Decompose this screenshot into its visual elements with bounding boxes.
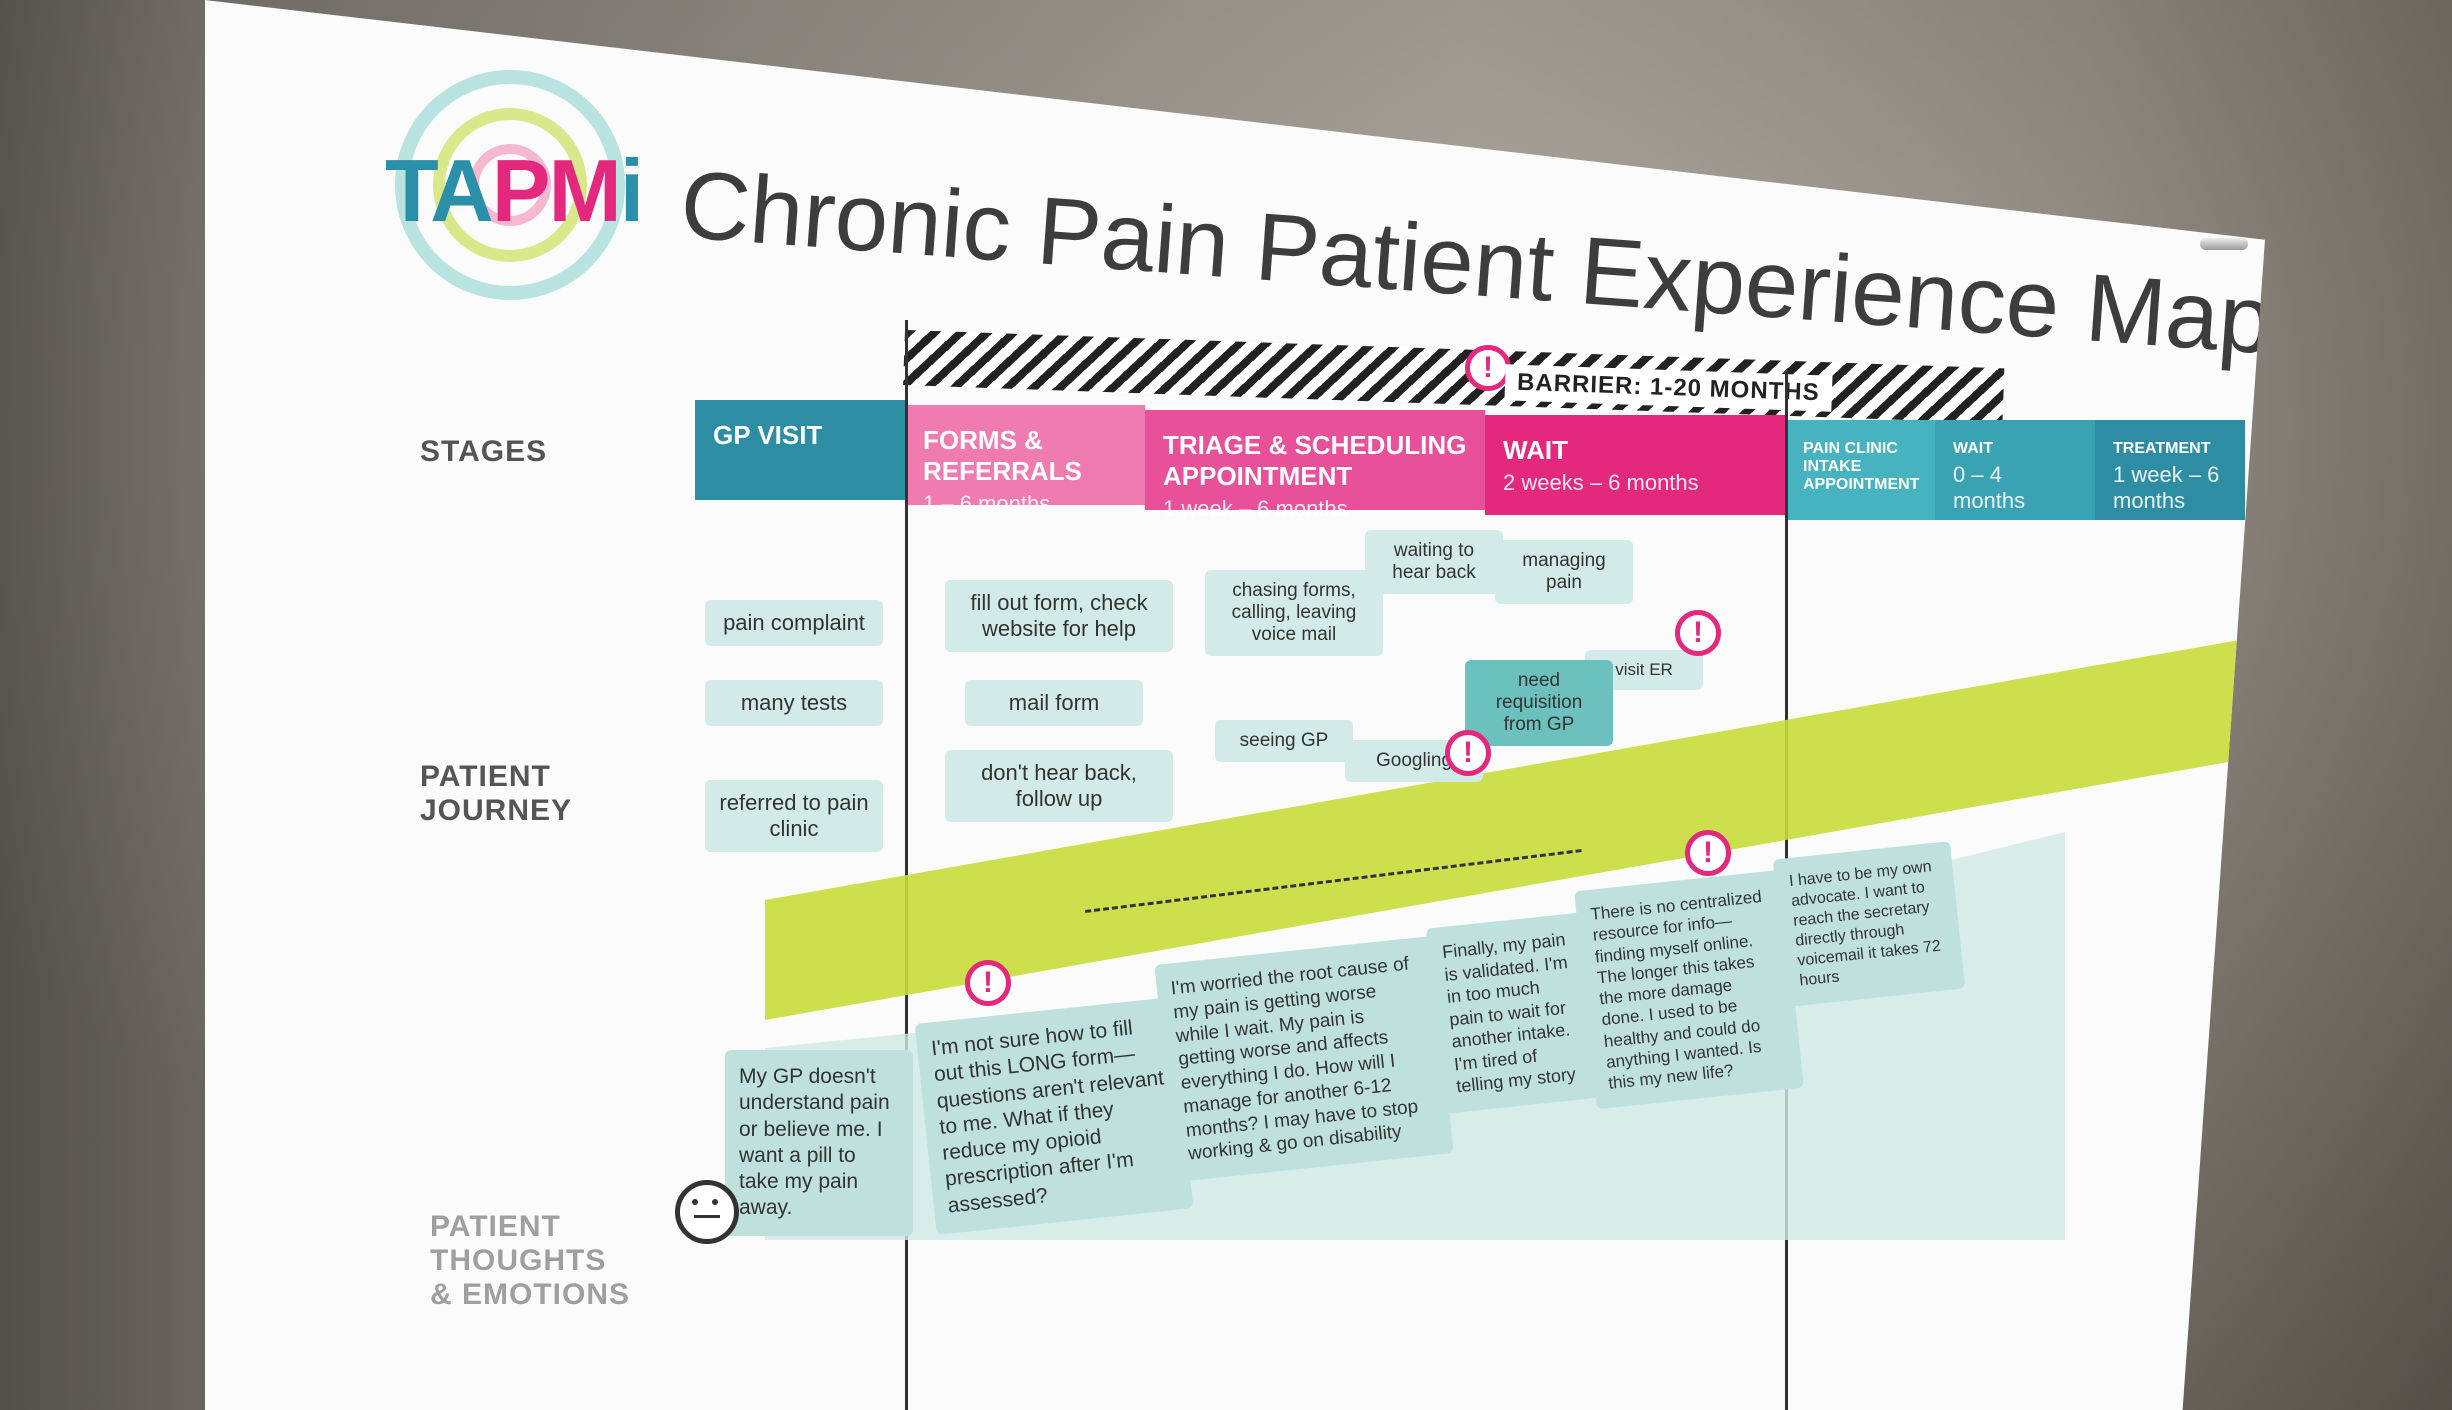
patient-quote: I have to be my own advocate. I want to … (1772, 841, 1966, 1007)
patient-quote: Finally, my pain is validated. I'm in to… (1425, 912, 1603, 1114)
journey-map-poster: TAPMi Chronic Pain Patient Experience Ma… (205, 0, 2265, 1410)
pushpin-icon (2200, 238, 2248, 250)
alert-icon: ! (1685, 830, 1731, 876)
journey-note: pain complaint (705, 600, 883, 646)
journey-note: fill out form, check website for help (945, 580, 1173, 652)
stage-divider (905, 320, 908, 1410)
journey-note: referred to pain clinic (705, 780, 883, 852)
stage-intake: PAIN CLINIC INTAKE APPOINTMENT (1785, 420, 1935, 520)
patient-quote: I'm worried the root cause of my pain is… (1154, 936, 1454, 1182)
patient-quote: There is no centralized resource for inf… (1574, 869, 1804, 1110)
row-label-stages: STAGES (420, 435, 548, 468)
journey-note: seeing GP (1215, 720, 1353, 762)
journey-note: need requisition from GP (1465, 660, 1613, 746)
logo-ring-inner (469, 144, 551, 226)
patient-quote: I'm not sure how to fill out this LONG f… (914, 997, 1194, 1235)
row-label-thoughts: PATIENT THOUGHTS & EMOTIONS (430, 1210, 631, 1311)
row-label-journey: PATIENT JOURNEY (420, 760, 573, 827)
journey-note: many tests (705, 680, 883, 726)
alert-icon: ! (1675, 610, 1721, 656)
journey-note: don't hear back, follow up (945, 750, 1173, 822)
tapmi-logo: TAPMi (385, 70, 644, 300)
alert-icon: ! (965, 960, 1011, 1006)
journey-note: chasing forms, calling, leaving voice ma… (1205, 570, 1383, 656)
journey-note: Googling (1345, 740, 1483, 782)
logo-text: TAPMi (385, 141, 644, 240)
journey-note: managing pain (1495, 540, 1633, 604)
journey-note: waiting to hear back (1365, 530, 1503, 594)
alert-icon: ! (1445, 730, 1491, 776)
journey-note: mail form (965, 680, 1143, 726)
stage-gp-visit: GP VISIT (695, 400, 905, 500)
neutral-face-icon (675, 1180, 739, 1244)
patient-quote: My GP doesn't understand pain or believe… (725, 1050, 913, 1236)
